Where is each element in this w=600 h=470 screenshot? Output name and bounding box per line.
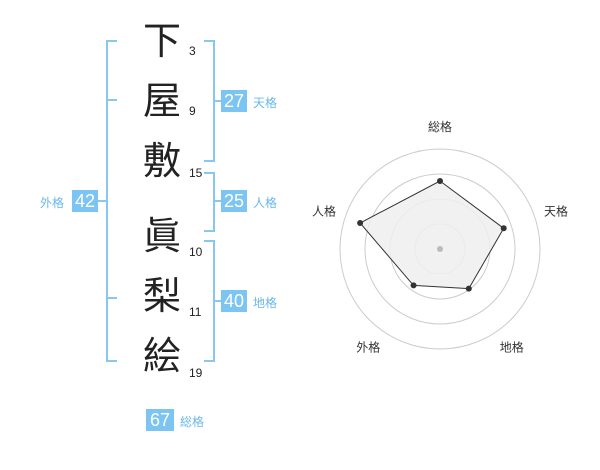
jinkaku-label: 人格 (253, 196, 278, 210)
radar-point (410, 282, 417, 289)
radar-axis-label: 人格 (312, 203, 336, 218)
gaikaku-connector (98, 200, 106, 202)
gaikaku-bracket (106, 40, 117, 362)
radar-ring (364, 173, 516, 325)
soukaku-value: 67 (146, 409, 174, 431)
chikaku-connector (213, 300, 221, 302)
gaikaku-tick-2 (106, 297, 117, 299)
stroke-count-3: 15 (189, 166, 203, 180)
gaikaku-label: 外格 (40, 196, 65, 210)
name-char-1: 下 (142, 19, 181, 63)
name-char-5: 梨 (142, 274, 181, 318)
name-char-4: 眞 (142, 214, 181, 258)
tenkaku-value: 27 (221, 90, 247, 112)
jinkaku-value: 25 (221, 190, 247, 212)
radar-axis-label: 総格 (428, 119, 452, 134)
radar-point (437, 178, 443, 184)
radar-point (465, 285, 472, 292)
radar-point (500, 225, 507, 232)
gaikaku-value: 42 (72, 190, 98, 212)
stroke-count-4: 10 (189, 245, 203, 259)
name-char-6: 絵 (142, 334, 181, 378)
radar-point (357, 220, 364, 227)
gaikaku-tick-1 (106, 99, 117, 101)
stroke-count-5: 11 (189, 305, 202, 319)
chikaku-label: 地格 (253, 296, 278, 310)
stroke-count-6: 19 (189, 366, 203, 380)
name-char-3: 敷 (142, 139, 181, 183)
tenkaku-label: 天格 (253, 96, 278, 110)
jinkaku-bracket (204, 172, 215, 232)
soukaku-label: 総格 (180, 415, 205, 429)
jinkaku-connector (213, 200, 221, 202)
radar-center-dot (437, 246, 443, 252)
radar-axis-label: 天格 (544, 203, 568, 218)
radar-axis-label: 外格 (356, 340, 380, 355)
radar-polygon (359, 180, 505, 290)
chikaku-value: 40 (221, 290, 247, 312)
stroke-count-2: 9 (189, 104, 196, 118)
stroke-count-1: 3 (189, 44, 196, 58)
radar-axis-label: 地格 (500, 340, 524, 355)
tenkaku-connector (213, 100, 221, 102)
radar-points (357, 178, 507, 292)
name-char-2: 屋 (142, 79, 181, 123)
